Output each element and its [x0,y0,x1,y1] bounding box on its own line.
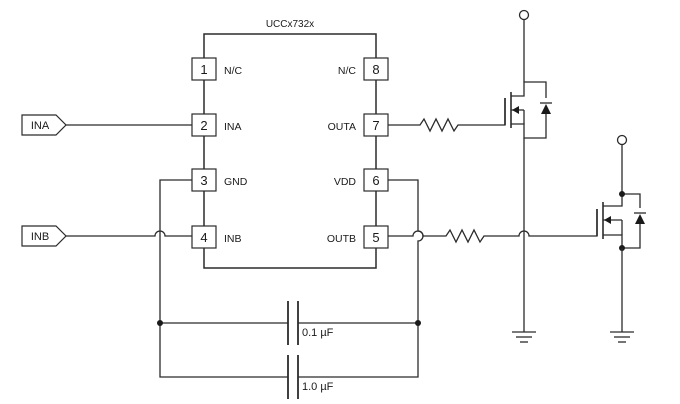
cap2-label: 1.0 µF [302,381,334,393]
mosfet-b-arrow [604,216,611,224]
junction-mosfet-b-drain [619,191,625,197]
pin-8-label: N/C [338,65,357,77]
pin-2-number: 2 [200,118,207,133]
mosfet-a [504,81,552,139]
pin-1: 1 N/C [191,57,243,81]
outb-wire [388,209,598,244]
pin-5: 5 OUTB [327,225,389,249]
pin-1-label: N/C [224,65,243,77]
ina-label: INA [31,120,50,132]
input-connector-inb: INB [21,225,67,247]
pin-3: 3 GND [191,168,248,192]
ic-body [203,33,377,269]
outa-wire [388,98,506,133]
inb-label: INB [31,231,49,243]
pin-2-label: INA [224,121,242,133]
pin-7: 7 OUTA [328,113,389,137]
pin-1-box [191,57,217,81]
pin-5-label: OUTB [327,233,356,245]
capacitor-1-0uf [287,355,299,399]
inb-connector-shape [21,225,67,247]
pin-4-box [191,225,217,249]
mosfet-a-drain [511,81,547,98]
pin-6-label: VDD [334,176,357,188]
mosfet-b-diode [635,214,645,224]
capacitor-0-1uf [287,301,299,345]
junction-gnd-cap [157,320,163,326]
gnd-rail-wire [159,179,288,378]
ground-symbol-a [512,331,536,343]
pin-3-number: 3 [200,173,207,188]
pin-4-label: INB [224,233,242,245]
inb-wire [66,230,192,237]
ground-symbol-b [610,331,634,343]
pin-3-label: GND [224,176,248,188]
pin-8-box [363,57,389,81]
mosfet-a-diode [541,104,551,114]
pin-4-number: 4 [200,230,207,245]
pin-5-box [363,225,389,249]
pin-5-number: 5 [372,230,379,245]
input-connector-ina: INA [21,114,67,136]
mosfet-a-arrow [512,106,519,114]
mosfet-b [596,193,646,249]
cap1-label: 0.1 µF [302,327,334,339]
pin-6: 6 VDD [334,168,389,192]
junction-vdd-cap [415,320,421,326]
pin-8: 8 N/C [338,57,389,81]
pin-7-number: 7 [372,118,379,133]
pin-6-number: 6 [372,173,379,188]
pin-4: 4 INB [191,225,242,249]
ina-connector-shape [21,114,67,136]
pin-1-number: 1 [200,62,207,77]
ic-title: UCCx732x [266,19,314,30]
mosfet-a-source [511,114,547,139]
mosfet-a-supply-terminal [518,9,530,21]
pin-8-number: 8 [372,62,379,77]
pin-7-label: OUTA [328,121,356,133]
mosfet-b-supply-terminal [616,134,628,146]
